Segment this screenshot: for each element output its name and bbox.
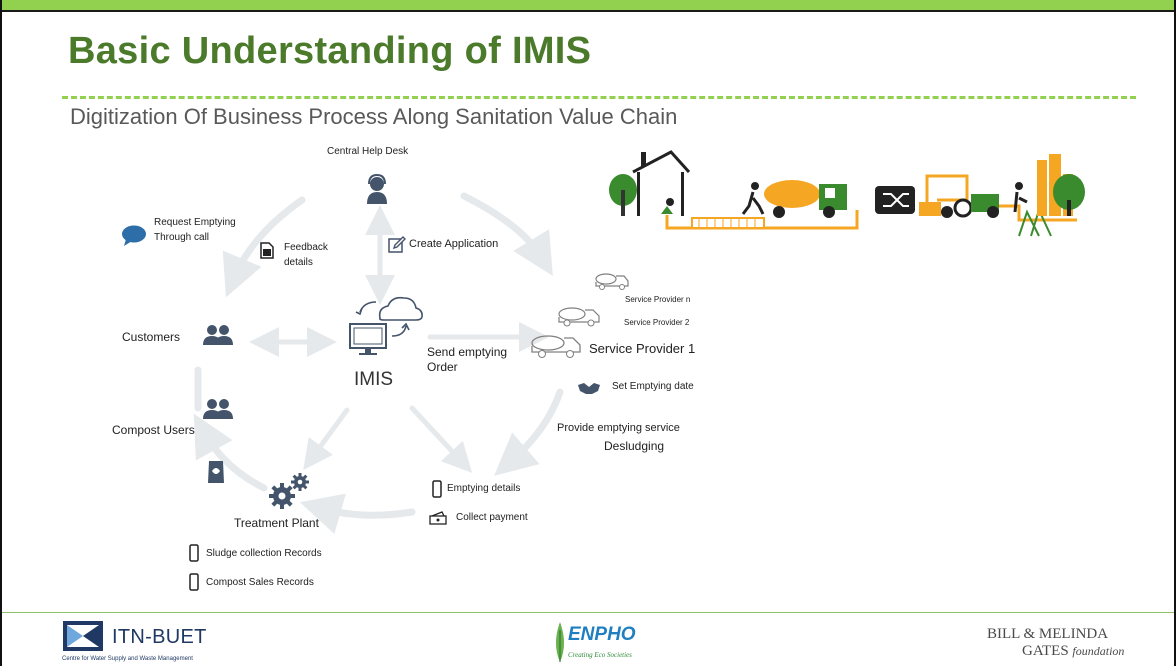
sludge-records-label: Sludge collection Records [206, 548, 322, 559]
gates-foundation-word: foundation [1072, 644, 1125, 658]
page-title: Basic Understanding of IMIS [68, 30, 592, 72]
customers-label: Customers [122, 330, 181, 344]
truck-icon [531, 335, 581, 358]
feedback-label-1: Feedback [284, 242, 328, 253]
chat-bubble-icon [122, 225, 146, 246]
truck-icon [558, 307, 600, 327]
itn-buet-subtitle: Centre for Water Supply and Waste Manage… [62, 656, 193, 662]
page-subtitle: Digitization Of Business Process Along S… [70, 104, 678, 129]
compost-bag-icon [208, 461, 224, 483]
handshake-icon [578, 383, 600, 394]
provide-service-label-1: Provide emptying service [557, 422, 680, 434]
enpho-name: ENPHO [568, 624, 636, 645]
emptying-details-label: Emptying details [447, 483, 521, 494]
mobile-icon [189, 573, 199, 591]
mobile-icon [432, 480, 442, 498]
help-desk-label: Central Help Desk [327, 146, 409, 157]
create-application-label: Create Application [409, 238, 499, 250]
gates-foundation-line2: GATES foundation [1022, 643, 1124, 660]
title-divider [62, 96, 1136, 99]
compost-users-label: Compost Users [112, 423, 195, 437]
set-emptying-date-label: Set Emptying date [612, 381, 694, 392]
service-provider-1-label: Service Provider 1 [589, 341, 696, 356]
gates-name: GATES [1022, 643, 1069, 659]
arc-helpdesk-to-customers [222, 196, 306, 298]
truck-icon [595, 273, 629, 290]
arc-payment-to-plant [299, 493, 416, 534]
computer-cloud-icon [349, 296, 423, 355]
feedback-label-2: details [284, 257, 313, 268]
sanitation-value-chain-illustration [609, 150, 1085, 237]
send-order-label-1: Send emptying [427, 345, 508, 359]
treatment-plant-label: Treatment Plant [234, 516, 319, 530]
compost-records-label: Compost Sales Records [206, 577, 314, 588]
line-imis-plant [303, 407, 350, 471]
users-icon [203, 399, 233, 419]
payment-icon [429, 511, 447, 525]
itn-buet-logo [63, 621, 103, 651]
service-provider-2-label: Service Provider 2 [624, 318, 690, 327]
itn-buet-name: ITN-BUET [112, 626, 207, 648]
document-icon [260, 242, 274, 259]
arc-plant-to-compost [193, 413, 268, 492]
line-imis-emptying [409, 405, 473, 474]
footer-rule [2, 612, 1174, 613]
enpho-tagline: Creating Eco Societies [568, 651, 632, 659]
arc-helpdesk-to-sp [460, 192, 553, 276]
mobile-icon [189, 544, 199, 562]
top-accent-bar [2, 0, 1174, 10]
gates-foundation-line1: BILL & MELINDA [987, 626, 1109, 642]
users-icon [203, 325, 233, 345]
request-emptying-label-1: Request Emptying [154, 217, 236, 228]
service-provider-n-label: Service Provider n [625, 295, 691, 304]
imis-label: IMIS [354, 369, 394, 390]
send-order-label-2: Order [427, 360, 458, 374]
top-rule [2, 10, 1174, 12]
edit-icon [388, 236, 406, 253]
enpho-leaf-logo [556, 622, 564, 662]
headset-user-icon [367, 174, 387, 204]
gears-icon [269, 473, 309, 509]
collect-payment-label: Collect payment [456, 512, 528, 523]
provide-service-label-2: Desludging [604, 439, 665, 453]
request-emptying-label-2: Through call [154, 232, 210, 243]
arc-sp-to-emptying [494, 388, 564, 476]
